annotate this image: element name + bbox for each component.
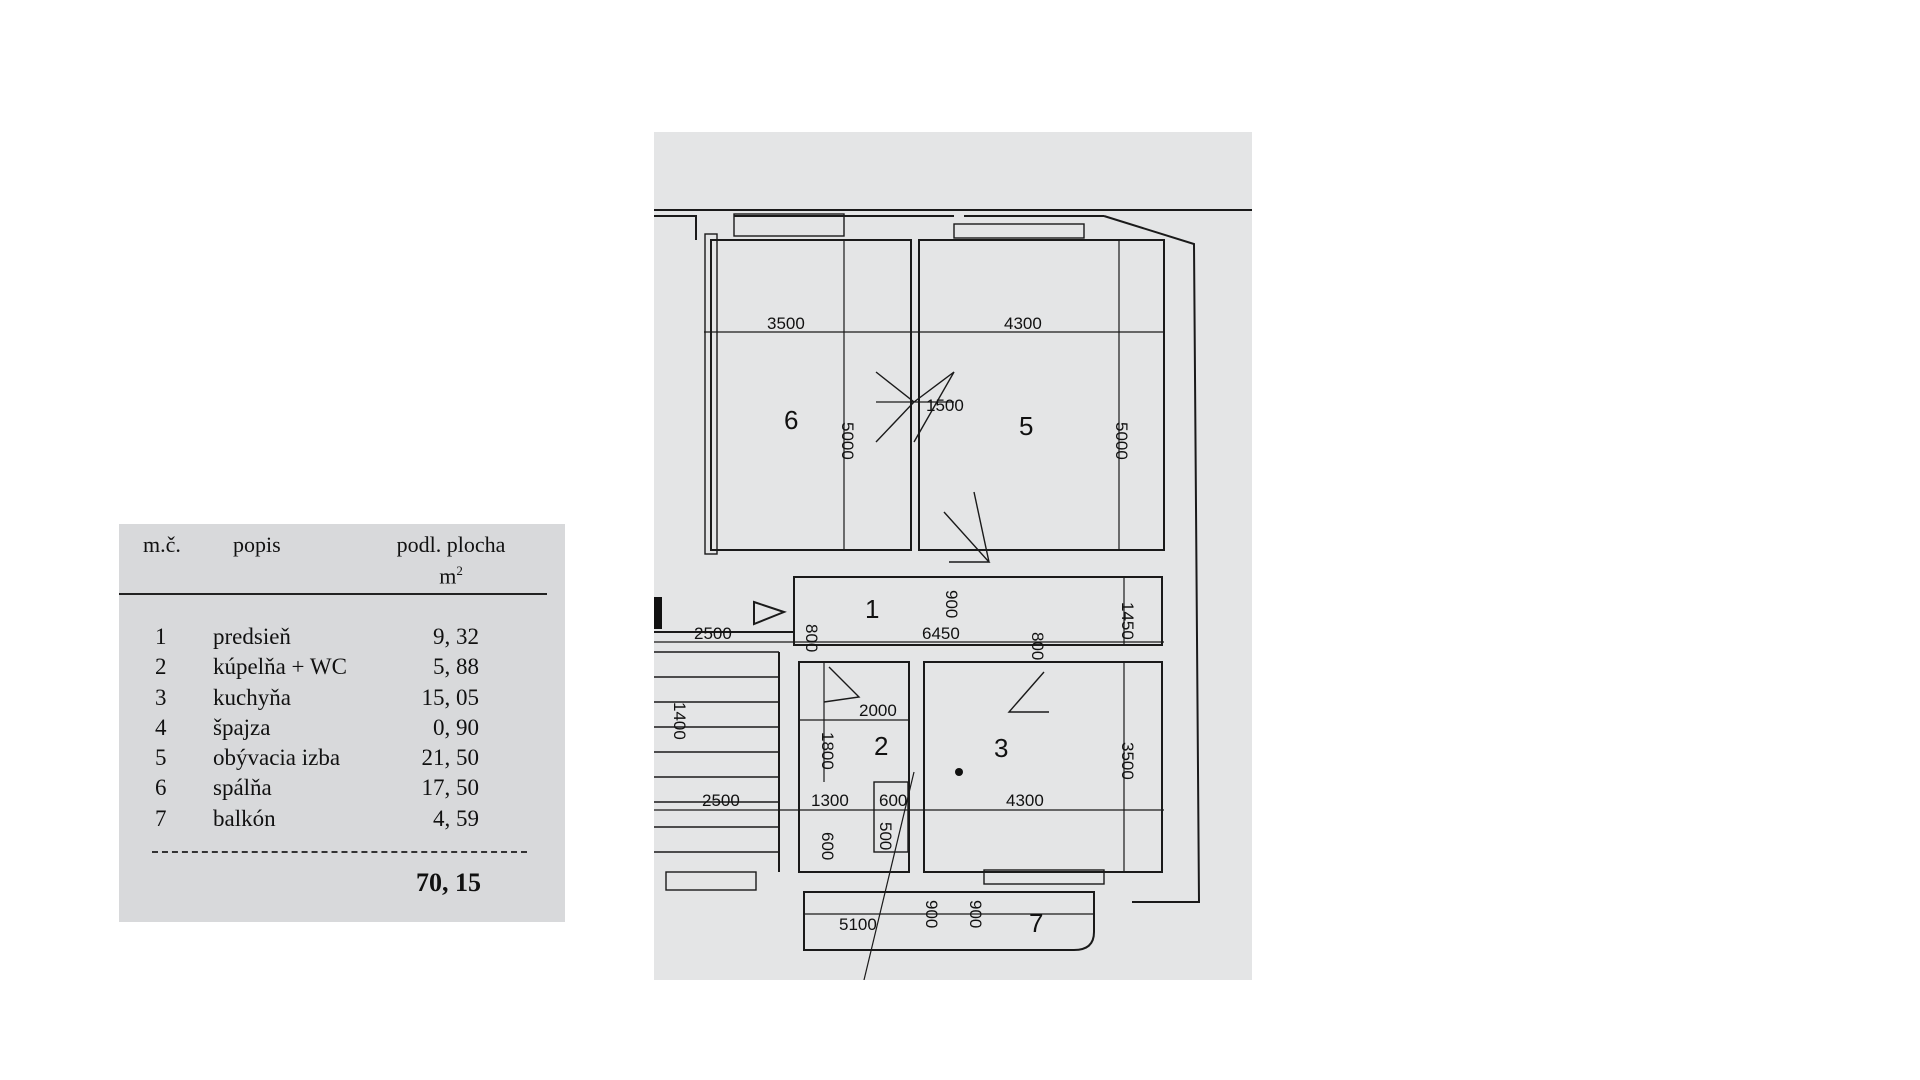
dim-600-b: 600 — [818, 832, 837, 860]
room-area: 9, 32 — [433, 624, 479, 649]
room-area-table: m.č. popis podl. plocha m2 1 predsieň 9, 3… — [119, 524, 565, 922]
top-wall — [654, 215, 1104, 240]
room-4-pantry — [873, 781, 909, 853]
dim-2000: 2000 — [859, 701, 897, 720]
room-name: balkón — [213, 805, 276, 831]
window-living-room — [953, 223, 1085, 239]
room-area: 15, 05 — [421, 684, 480, 710]
dim-4300-top: 4300 — [1004, 314, 1042, 333]
dim-1400: 1400 — [670, 702, 689, 740]
room-number: 7 — [155, 805, 167, 831]
room-number: 5 — [155, 745, 167, 771]
dim-3500-right: 3500 — [1118, 742, 1137, 780]
room-area: 5, 88 — [433, 654, 479, 680]
room-6-label: 6 — [784, 405, 798, 435]
dim-900-b: 900 — [922, 900, 941, 928]
room-1-walls — [793, 576, 1163, 646]
table-row: 2 kúpelňa + WC 5, 88 — [119, 654, 565, 684]
dim-800-a: 800 — [802, 624, 821, 652]
room-name: obývacia izba — [213, 745, 341, 771]
dim-600-a: 600 — [879, 791, 907, 810]
dim-1800: 1800 — [818, 732, 837, 770]
dim-5000-left: 5000 — [838, 422, 857, 460]
room-2-label: 2 — [874, 731, 888, 761]
header-floor-area-label: podl. plocha — [396, 532, 506, 557]
right-exterior-wall — [1103, 215, 1201, 903]
dim-2500-a: 2500 — [694, 624, 732, 643]
table-row: 1 predsieň 9, 32 — [119, 624, 565, 654]
room-area: 4, 59 — [433, 805, 479, 831]
dim-1500: 1500 — [926, 396, 964, 415]
table-row: 6 spálňa 17, 50 — [119, 775, 565, 805]
left-partition — [704, 233, 718, 555]
dim-2500-b: 2500 — [702, 791, 740, 810]
header-room-number: m.č. — [143, 532, 181, 557]
room-6-walls — [710, 239, 912, 551]
room-2-walls — [798, 661, 910, 873]
room-area: 17, 50 — [421, 775, 480, 801]
room-5-label: 5 — [1019, 411, 1033, 441]
door-kitchen — [1007, 671, 1049, 713]
window-kitchen — [983, 869, 1105, 885]
total-divider — [152, 851, 527, 853]
room-number: 6 — [155, 775, 167, 801]
table-rows: 1 predsieň 9, 32 2 kúpelňa + WC 5, 88 3 kuchyňa… — [119, 624, 565, 836]
dim-500: 500 — [876, 822, 895, 850]
room-1-label: 1 — [865, 594, 879, 624]
header-divider — [119, 593, 547, 595]
dimension-lines — [654, 240, 1164, 980]
room-7-label: 7 — [1029, 908, 1043, 938]
entrance-arrow-icon — [753, 600, 787, 626]
dim-1450: 1450 — [1118, 602, 1137, 640]
room-7-balcony — [803, 891, 1095, 951]
room-name: špajza — [213, 714, 271, 740]
staircase — [654, 651, 780, 891]
room-area: 21, 50 — [421, 745, 480, 771]
dim-1300: 1300 — [811, 791, 849, 810]
door-living-hall — [943, 491, 991, 563]
room-number: 3 — [155, 684, 167, 710]
door-bathroom — [823, 666, 861, 703]
table-row: 7 balkón 4, 59 — [119, 806, 565, 836]
dim-900-c: 900 — [966, 900, 985, 928]
dim-6450: 6450 — [922, 624, 960, 643]
room-area: 0, 90 — [433, 714, 479, 740]
room-3-walls — [923, 661, 1163, 873]
dim-800-b: 800 — [1028, 632, 1047, 660]
section-line — [863, 771, 915, 980]
section-point — [955, 768, 963, 776]
room-name: spálňa — [213, 775, 272, 801]
room-name: kúpelňa + WC — [213, 654, 347, 680]
table-row: 3 kuchyňa 15, 05 — [119, 685, 565, 715]
header-description: popis — [233, 532, 281, 557]
dim-4300-bottom: 4300 — [1006, 791, 1044, 810]
room-number: 4 — [155, 714, 167, 740]
header-floor-area-unit: m2 — [439, 563, 463, 589]
total-area: 70, 15 — [416, 868, 481, 897]
floor-plan-drawing: 6 5 1 2 3 7 3500 4300 5000 5000 1500 250… — [654, 209, 1252, 980]
room-5-walls — [918, 239, 1165, 551]
floor-plan: 6 5 1 2 3 7 3500 4300 5000 5000 1500 250… — [654, 132, 1252, 980]
dim-3500-top: 3500 — [767, 314, 805, 333]
entrance-marker — [654, 597, 662, 629]
header-floor-area: podl. plocha m2 — [381, 532, 521, 589]
window-bedroom — [733, 213, 845, 237]
room-name: predsieň — [213, 624, 291, 649]
dim-900-a: 900 — [942, 590, 961, 618]
table-row: 5 obývacia izba 21, 50 — [119, 745, 565, 775]
dim-5100: 5100 — [839, 915, 877, 934]
dim-5000-right: 5000 — [1112, 422, 1131, 460]
room-name: kuchyňa — [213, 684, 291, 710]
table-row: 4 špajza 0, 90 — [119, 715, 565, 745]
room-3-label: 3 — [994, 733, 1008, 763]
room-number: 1 — [155, 624, 167, 649]
room-number: 2 — [155, 654, 167, 680]
